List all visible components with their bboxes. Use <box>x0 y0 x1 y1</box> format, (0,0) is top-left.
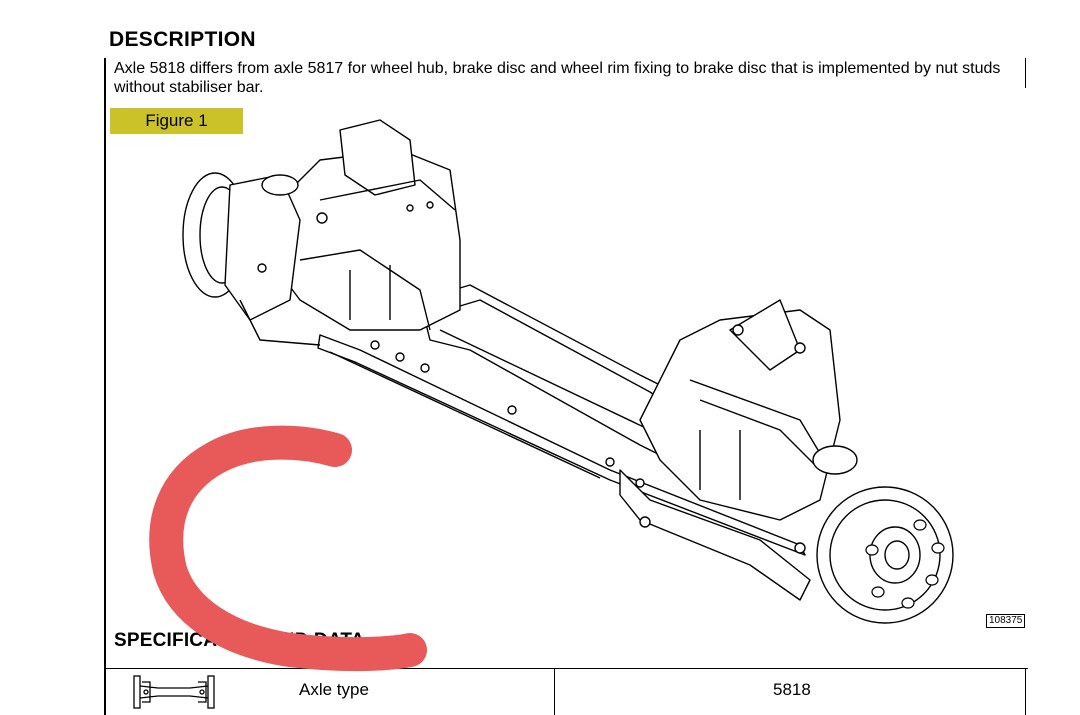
axle-assembly-drawing <box>182 119 954 624</box>
axle-icon <box>133 675 215 709</box>
axle-type-value: 5818 <box>773 680 811 699</box>
section-frame-right <box>1025 58 1026 88</box>
description-text: Axle 5818 differs from axle 5817 for whe… <box>114 60 1001 96</box>
table-row <box>110 668 1028 715</box>
table-cell-divider-right <box>1025 668 1026 715</box>
axle-type-label: Axle type <box>299 680 369 699</box>
specification-heading: SPECIFICATION AND DATA <box>114 630 365 651</box>
table-cell-divider <box>554 668 555 715</box>
section-frame-left <box>104 58 106 715</box>
table-top-rule <box>104 668 1028 669</box>
figure-label: Figure 1 <box>110 108 243 134</box>
figure-code: 108375 <box>986 614 1026 628</box>
description-heading: DESCRIPTION <box>109 28 256 51</box>
